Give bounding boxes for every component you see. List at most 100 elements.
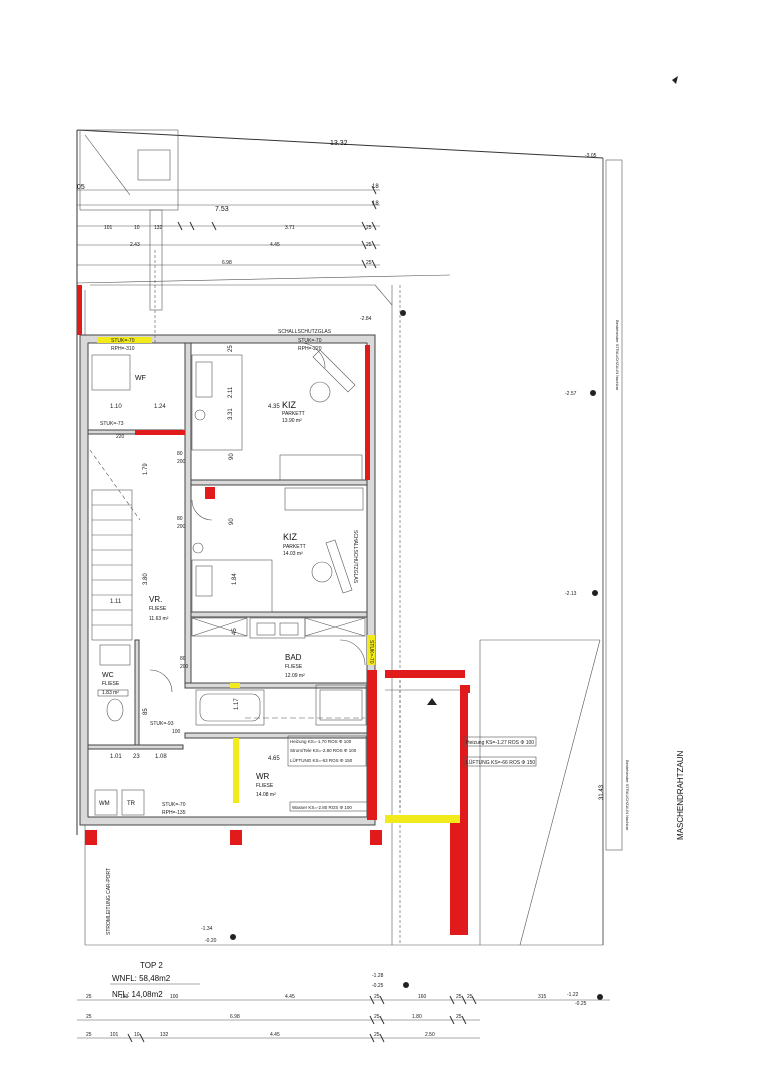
level-122: -1.22 bbox=[567, 992, 579, 998]
dim-753: 7.53 bbox=[215, 206, 229, 213]
bad-floor: FLIESE bbox=[285, 664, 303, 670]
bdim-r3-c: 10 bbox=[134, 1032, 140, 1038]
dim-465: 4.65 bbox=[268, 756, 280, 762]
wc-name: WC bbox=[102, 672, 114, 679]
bdim-r1-d: 4.45 bbox=[285, 994, 295, 1000]
dim-331: 3.31 bbox=[228, 408, 234, 420]
yellow-windows bbox=[97, 337, 460, 823]
schallschutz-top: SCHALLSCHUTZGLAS bbox=[278, 329, 332, 335]
dim-111: 1.11 bbox=[110, 599, 122, 605]
schallschutz-side: SCHALLSCHUTZGLAS bbox=[352, 530, 358, 584]
dim-101b: 1.01 bbox=[110, 754, 122, 760]
dim-18a: 18 bbox=[372, 184, 379, 190]
stuk70-a: STUK=-70 bbox=[111, 338, 135, 344]
level-213: -2.13 bbox=[565, 591, 577, 597]
area-summary: TOP 2 WNFL: 58,48m2 NFL: 14,08m2 bbox=[110, 961, 200, 999]
bdim-r2-d: 1.80 bbox=[412, 1014, 422, 1020]
level-top-right: -3.05 bbox=[585, 153, 597, 159]
vr-name: VR. bbox=[149, 595, 162, 604]
bdim-r1-b: 133 bbox=[120, 994, 129, 1000]
kiz2-area: 14.03 m² bbox=[283, 551, 303, 557]
warning-triangle-icon bbox=[427, 698, 437, 705]
rph310: RPH=-310 bbox=[111, 346, 135, 352]
room-labels: KIZ PARKETT 13.90 m² KIZ PARKETT 14.03 m… bbox=[102, 375, 306, 798]
dim-25b: 25 bbox=[366, 242, 372, 248]
stuk70-b: STUK=-70 bbox=[298, 338, 322, 344]
dim-80b: 80 bbox=[177, 516, 183, 522]
kiz1-name: KIZ bbox=[282, 400, 297, 410]
dim-108: 1.08 bbox=[155, 754, 167, 760]
wr-floor: FLIESE bbox=[256, 783, 274, 789]
dim-31-43: 31.43 bbox=[599, 784, 605, 800]
fence-label: MASCHENDRAHTZAUN bbox=[676, 750, 685, 840]
level-marker-icon bbox=[230, 934, 236, 940]
dim-110: 1.10 bbox=[110, 404, 122, 410]
dim-211: 2.11 bbox=[228, 386, 234, 398]
dim-117: 1.17 bbox=[234, 698, 240, 710]
bdim-r2-b: 6.98 bbox=[230, 1014, 240, 1020]
dim-445: 4.45 bbox=[270, 242, 280, 248]
dim-220: 220 bbox=[116, 434, 125, 440]
property-boundary bbox=[76, 130, 604, 946]
neighbor-hedge: Bestehender STRAUCHZAUN Nachbar Bestehen… bbox=[599, 159, 685, 851]
dim-85: 85 bbox=[143, 708, 149, 715]
dim-433: 4.35 bbox=[268, 404, 280, 410]
dim-124: 1.24 bbox=[154, 404, 166, 410]
top-label: TOP 2 bbox=[140, 961, 163, 970]
wf-name: WF bbox=[135, 375, 146, 382]
wnfl-label: WNFL: 58,48m2 bbox=[112, 974, 171, 983]
level-025b: -0.25 bbox=[575, 1001, 587, 1007]
kiz2-floor: PARKETT bbox=[283, 544, 306, 550]
bdim-r2-c: 25 bbox=[374, 1014, 380, 1020]
stuk70-c: STUK=-70 bbox=[162, 802, 186, 808]
bottom-dimensions: 25 133 100 4.45 25 160 25 25 315 25 6.98… bbox=[77, 994, 610, 1043]
level-134: -1.34 bbox=[201, 926, 213, 932]
annotations: SCHALLSCHUTZGLAS SCHALLSCHUTZGLAS STUK=-… bbox=[99, 310, 603, 1007]
dim-100: 100 bbox=[172, 729, 181, 735]
level-mid: -2.84 bbox=[360, 316, 372, 322]
bdim-r1-g: 25 bbox=[456, 994, 462, 1000]
dim-25c: 25 bbox=[366, 260, 372, 266]
heizung-label: Heizung KS=-1.27 ROS Φ 100 bbox=[466, 740, 534, 746]
dim-90a: 90 bbox=[229, 453, 235, 460]
carport-label: STROMLEITUNG CAR-PORT bbox=[106, 868, 112, 935]
dim-45: 45 bbox=[232, 628, 238, 635]
bdim-r2-e: 25 bbox=[456, 1014, 462, 1020]
tr-label: TR bbox=[127, 801, 136, 807]
dim-05: 05 bbox=[77, 184, 85, 191]
hedge-label-b: Bestehender STRAUCHZAUN Nachbar bbox=[625, 760, 630, 831]
bdim-r3-d: 132 bbox=[160, 1032, 169, 1038]
bdim-r3-g: 2.50 bbox=[425, 1032, 435, 1038]
wr-area: 14.08 m² bbox=[256, 792, 276, 798]
wr-name: WR bbox=[256, 772, 270, 781]
top-dimensions: 13.32 -3.05 05 18 7.53 18 101 10 132 3.7… bbox=[76, 129, 604, 284]
bdim-r1-f: 160 bbox=[418, 994, 427, 1000]
bdim-r1-e: 25 bbox=[374, 994, 380, 1000]
hedge-label-a: Bestehender STRAUCHZAUN Nachbar bbox=[615, 320, 620, 391]
wc-floor: FLIESE bbox=[102, 681, 120, 687]
dim-698: 6.98 bbox=[222, 260, 232, 266]
dim-23: 23 bbox=[133, 754, 140, 760]
dim-200b: 200 bbox=[177, 524, 186, 530]
dim-243: 2.43 bbox=[130, 242, 140, 248]
bdim-r2-a: 25 bbox=[86, 1014, 92, 1020]
bad-area: 12.09 m² bbox=[285, 673, 305, 679]
level-marker-icon bbox=[597, 994, 603, 1000]
dim-200a: 200 bbox=[177, 459, 186, 465]
dim-184: 1.84 bbox=[232, 573, 238, 585]
dim-371: 3.71 bbox=[285, 225, 295, 231]
dim-132: 132 bbox=[154, 225, 163, 231]
nfl-label: NFL: 14,08m2 bbox=[112, 990, 163, 999]
vr-area: 11.63 m² bbox=[149, 616, 169, 622]
bdim-r1-c: 100 bbox=[170, 994, 179, 1000]
kiz2-name: KIZ bbox=[283, 532, 298, 542]
bdim-r3-a: 25 bbox=[86, 1032, 92, 1038]
bdim-r1-a: 25 bbox=[86, 994, 92, 1000]
dim-10: 10 bbox=[134, 225, 140, 231]
kanal-b: Strom/Tele KS=-2.80 ROS Φ 100 bbox=[290, 748, 357, 753]
dim-179: 1.79 bbox=[143, 463, 149, 475]
stuk70-d: STUK=-70 bbox=[368, 640, 374, 664]
dim-380: 3.80 bbox=[143, 573, 149, 585]
wc-area: 1.83 m² bbox=[102, 690, 119, 696]
